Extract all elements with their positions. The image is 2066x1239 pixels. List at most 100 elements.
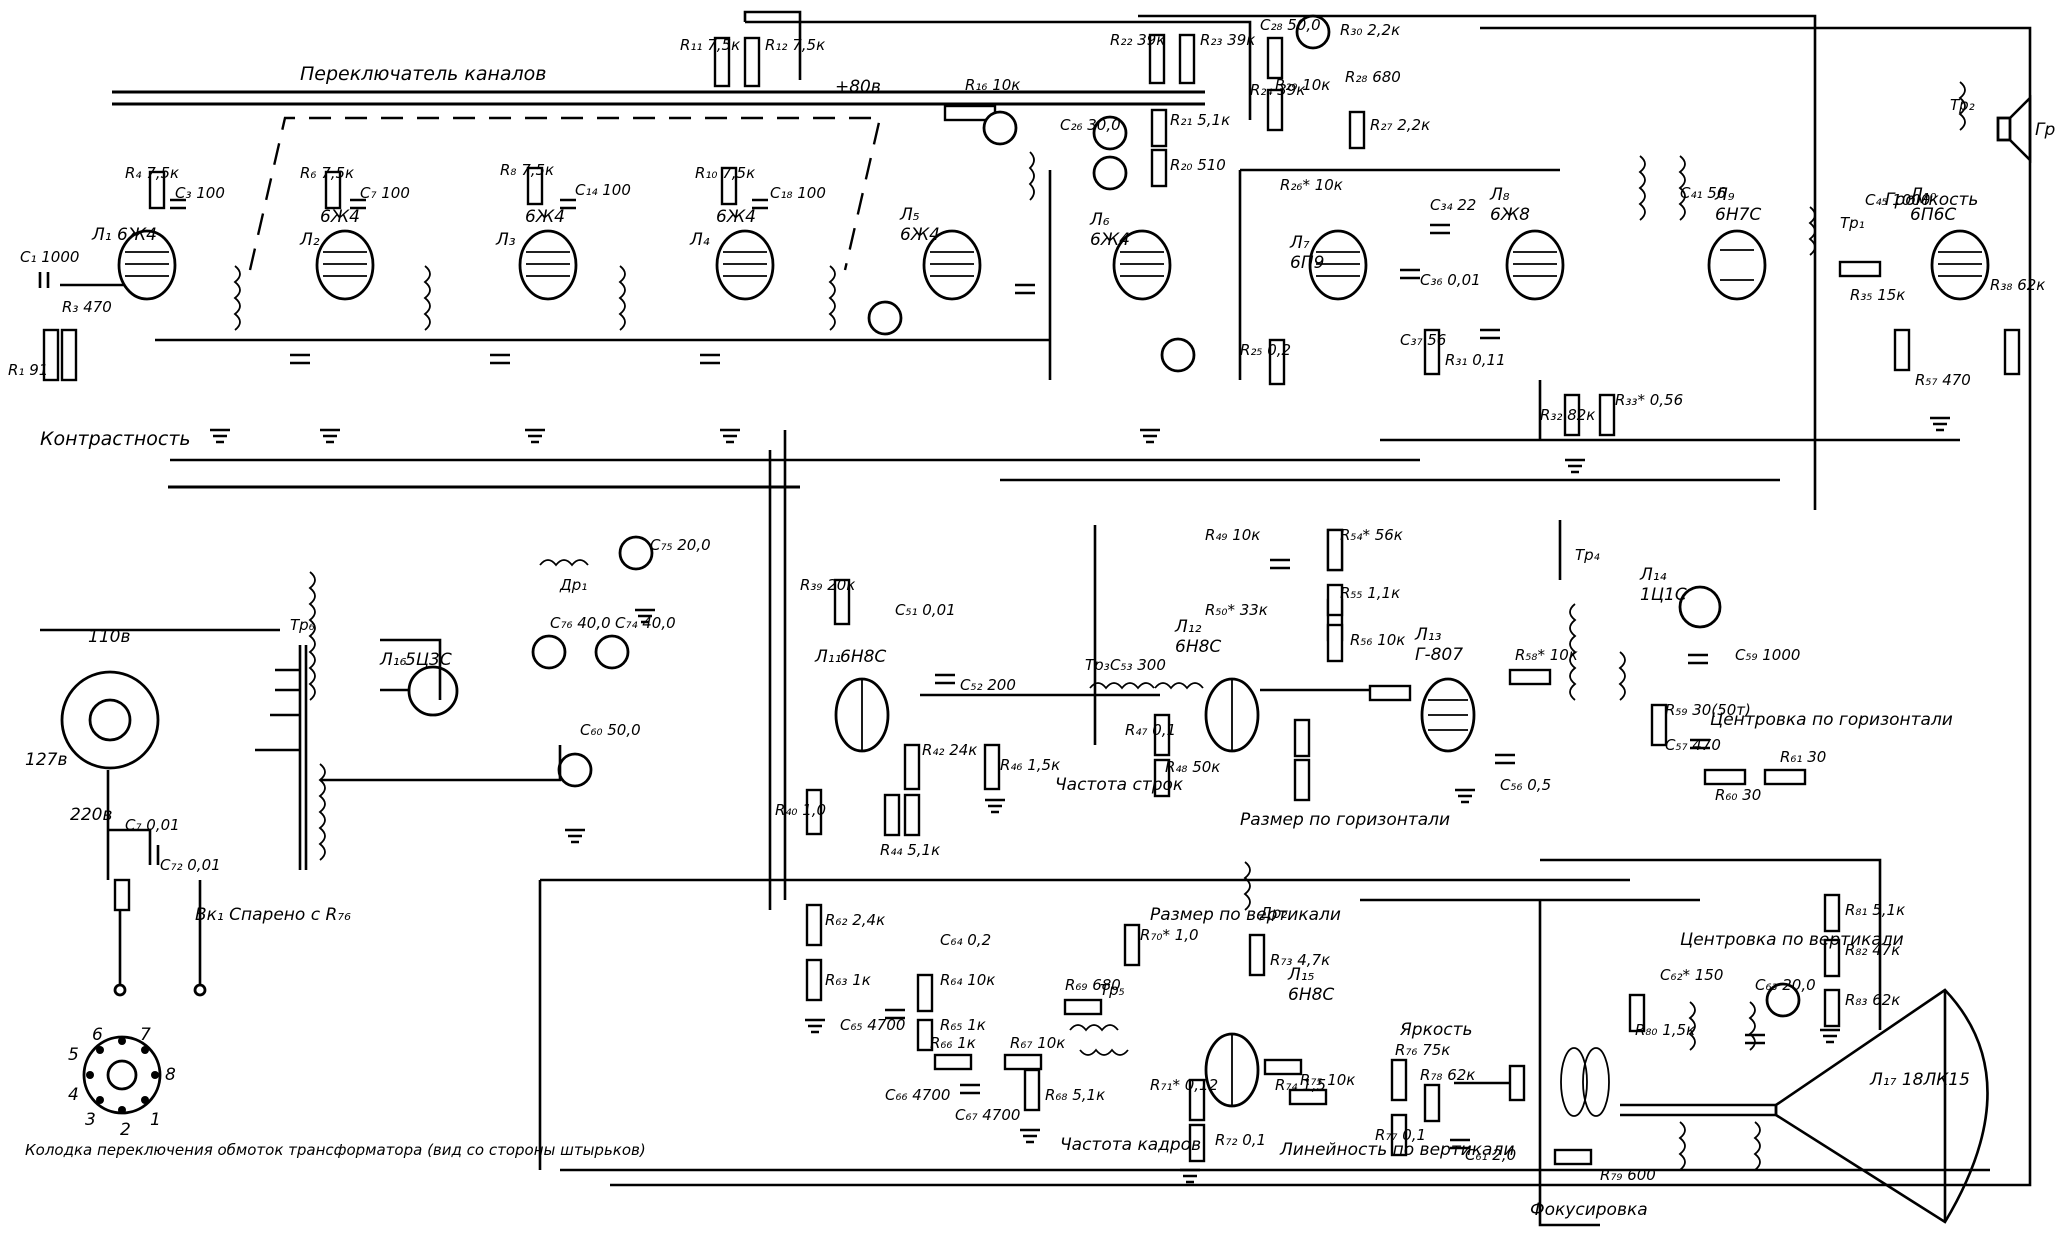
tube-type-l14: 1Ц1С [1640,585,1687,605]
label-tr4: Тр₄ [1575,546,1600,564]
resistor-r44b [903,793,921,837]
socket-caption: Колодка переключения обмоток трансформат… [25,1141,646,1159]
resistors [42,33,2021,1166]
resistor-r76 [1390,1058,1408,1102]
deflection-yoke [1454,1047,1610,1117]
resistor-r77 [1390,1113,1408,1157]
resistor-r67 [1003,1053,1043,1071]
resistor-r10 [720,166,738,206]
label-c66: C₆₆ 4700 [885,1086,950,1104]
label-r33: R₃₃* 0,56 [1615,391,1683,409]
label-r69: R₆₉ 680 [1065,976,1121,994]
resistor-r57b [1368,684,1412,702]
label-c36: C₃₆ 0,01 [1420,271,1481,289]
label-r64: R₆₄ 10к [940,971,995,989]
resistor-r73 [1248,933,1266,977]
resistor-r32 [1563,393,1581,437]
label-r82: R₈₂ 47к [1845,941,1900,959]
mains-127-label: 127в [25,750,67,770]
resistor-r68 [1023,1068,1041,1112]
label-r38: R₃₈ 62к [1990,276,2045,294]
label-r57: R₅₇ 470 [1915,371,1971,389]
resistor-r74 [1263,1058,1303,1076]
tube-l4 [715,229,775,301]
label-r22: R₂₂ 39к [1110,31,1165,49]
resistor-r47 [1153,713,1171,757]
label-r54: R₅₄* 56к [1340,526,1403,544]
capacitors [38,198,1765,1150]
label-r30: R₃₀ 2,2к [1340,21,1400,39]
resistor-r65 [916,1018,934,1052]
label-r67: R₆₇ 10к [1010,1034,1065,1052]
resistor-r33 [1598,393,1616,437]
vert-center-label: Центровка по вертикали [1680,930,1904,950]
label-r27: R₂₇ 2,2к [1370,116,1430,134]
vert-size-label: Размер по вертикали [1150,905,1341,925]
tube-type-l13: Г-807 [1415,645,1463,665]
label-r55: R₅₅ 1,1к [1340,584,1400,602]
tube-label-l13: Л₁₃ [1414,625,1442,645]
volume-label: Громкость [1885,190,1978,210]
resistor-r61 [1763,768,1807,786]
inductors [233,81,1966,1171]
label-r70: R₇₀* 1,0 [1140,926,1199,944]
horiz-size-label: Размер по горизонтали [1240,810,1450,830]
tube-label-l2: Л₂ [299,230,320,250]
label-tr6: Тр₆ [290,616,315,634]
label-c56: C₅₆ 0,5 [1500,776,1551,794]
label-r8: R₈ 7,5к [500,161,554,179]
electrolytic-capacitors [531,14,1801,1018]
resistor-r44a [883,793,901,837]
label-c75: C₇₅ 20,0 [650,536,711,554]
tube-type-l15: 6Н8С [1288,985,1334,1005]
crt-label: Л₁₇ 18ЛК15 [1869,1070,1970,1090]
tube-label-l8: Л₈ [1489,185,1510,205]
tube-type-l11: 6Н8С [840,647,886,667]
label-r24: R₂₄ 39к [1250,81,1305,99]
resistor-r21 [1150,108,1168,148]
resistor-r4 [148,170,166,210]
socket-pin-5: 5 [68,1045,79,1065]
label-r77: R₇₇ 0,1 [1375,1126,1426,1144]
resistor-r40 [805,788,823,836]
resistor-r22 [1148,33,1166,85]
label-c51: C₅₁ 0,01 [895,601,956,619]
resistor-r23 [1178,33,1196,85]
label-r78: R₇₈ 62к [1420,1066,1475,1084]
label-c1: C₁ 1000 [20,248,79,266]
label-r61: R₆₁ 30 [1780,748,1826,766]
resistor-r63 [805,958,823,1002]
tube-type-l12: 6Н8С [1175,637,1221,657]
label-r10: R₁₀ 7,5к [695,164,755,182]
socket-pin-7: 7 [140,1025,151,1045]
label-r3: R₃ 470 [62,298,112,316]
resistor-r59 [1650,703,1668,747]
resistor-r62 [805,903,823,947]
label-c37: C₃₇ 56 [1400,331,1446,349]
resistor-r60 [1703,768,1747,786]
label-r26: R₂₆* 10к [1280,176,1343,194]
label-r29: R₂₉ 10к [1275,76,1330,94]
label-c28: C₂₈ 50,0 [1260,16,1321,34]
resistor-r38 [2003,328,2021,376]
tube-type-l7: 6П9 [1290,253,1324,273]
label-r6: R₆ 7,5к [300,164,354,182]
brightness-label: Яркость [1399,1020,1473,1040]
resistor-r1 [42,328,60,382]
label-c41: C₄₁ 56 [1680,184,1726,202]
label-r42: R₄₂ 24к [922,741,977,759]
tube-l16 [407,665,459,717]
tube-label-l1: Л₁ [91,225,112,245]
tube-l10 [1930,229,1990,301]
tube-label-l9: Л₉ [1714,185,1735,205]
label-c67: C₆₇ 4700 [955,1106,1020,1124]
label-r72: R₇₂ 0,1 [1215,1131,1266,1149]
label-tr2: Тр₂ [1950,96,1975,114]
resistor-r25 [1268,338,1286,386]
tube-l11 [834,677,890,753]
tube-type-l16: 5Ц3С [405,650,452,670]
label-c65: C₆₅ 4700 [840,1016,905,1034]
tube-type-l9: 6Н7С [1715,205,1761,225]
resistor-r35 [1838,260,1882,278]
label-c59: C₅₉ 1000 [1735,646,1800,664]
